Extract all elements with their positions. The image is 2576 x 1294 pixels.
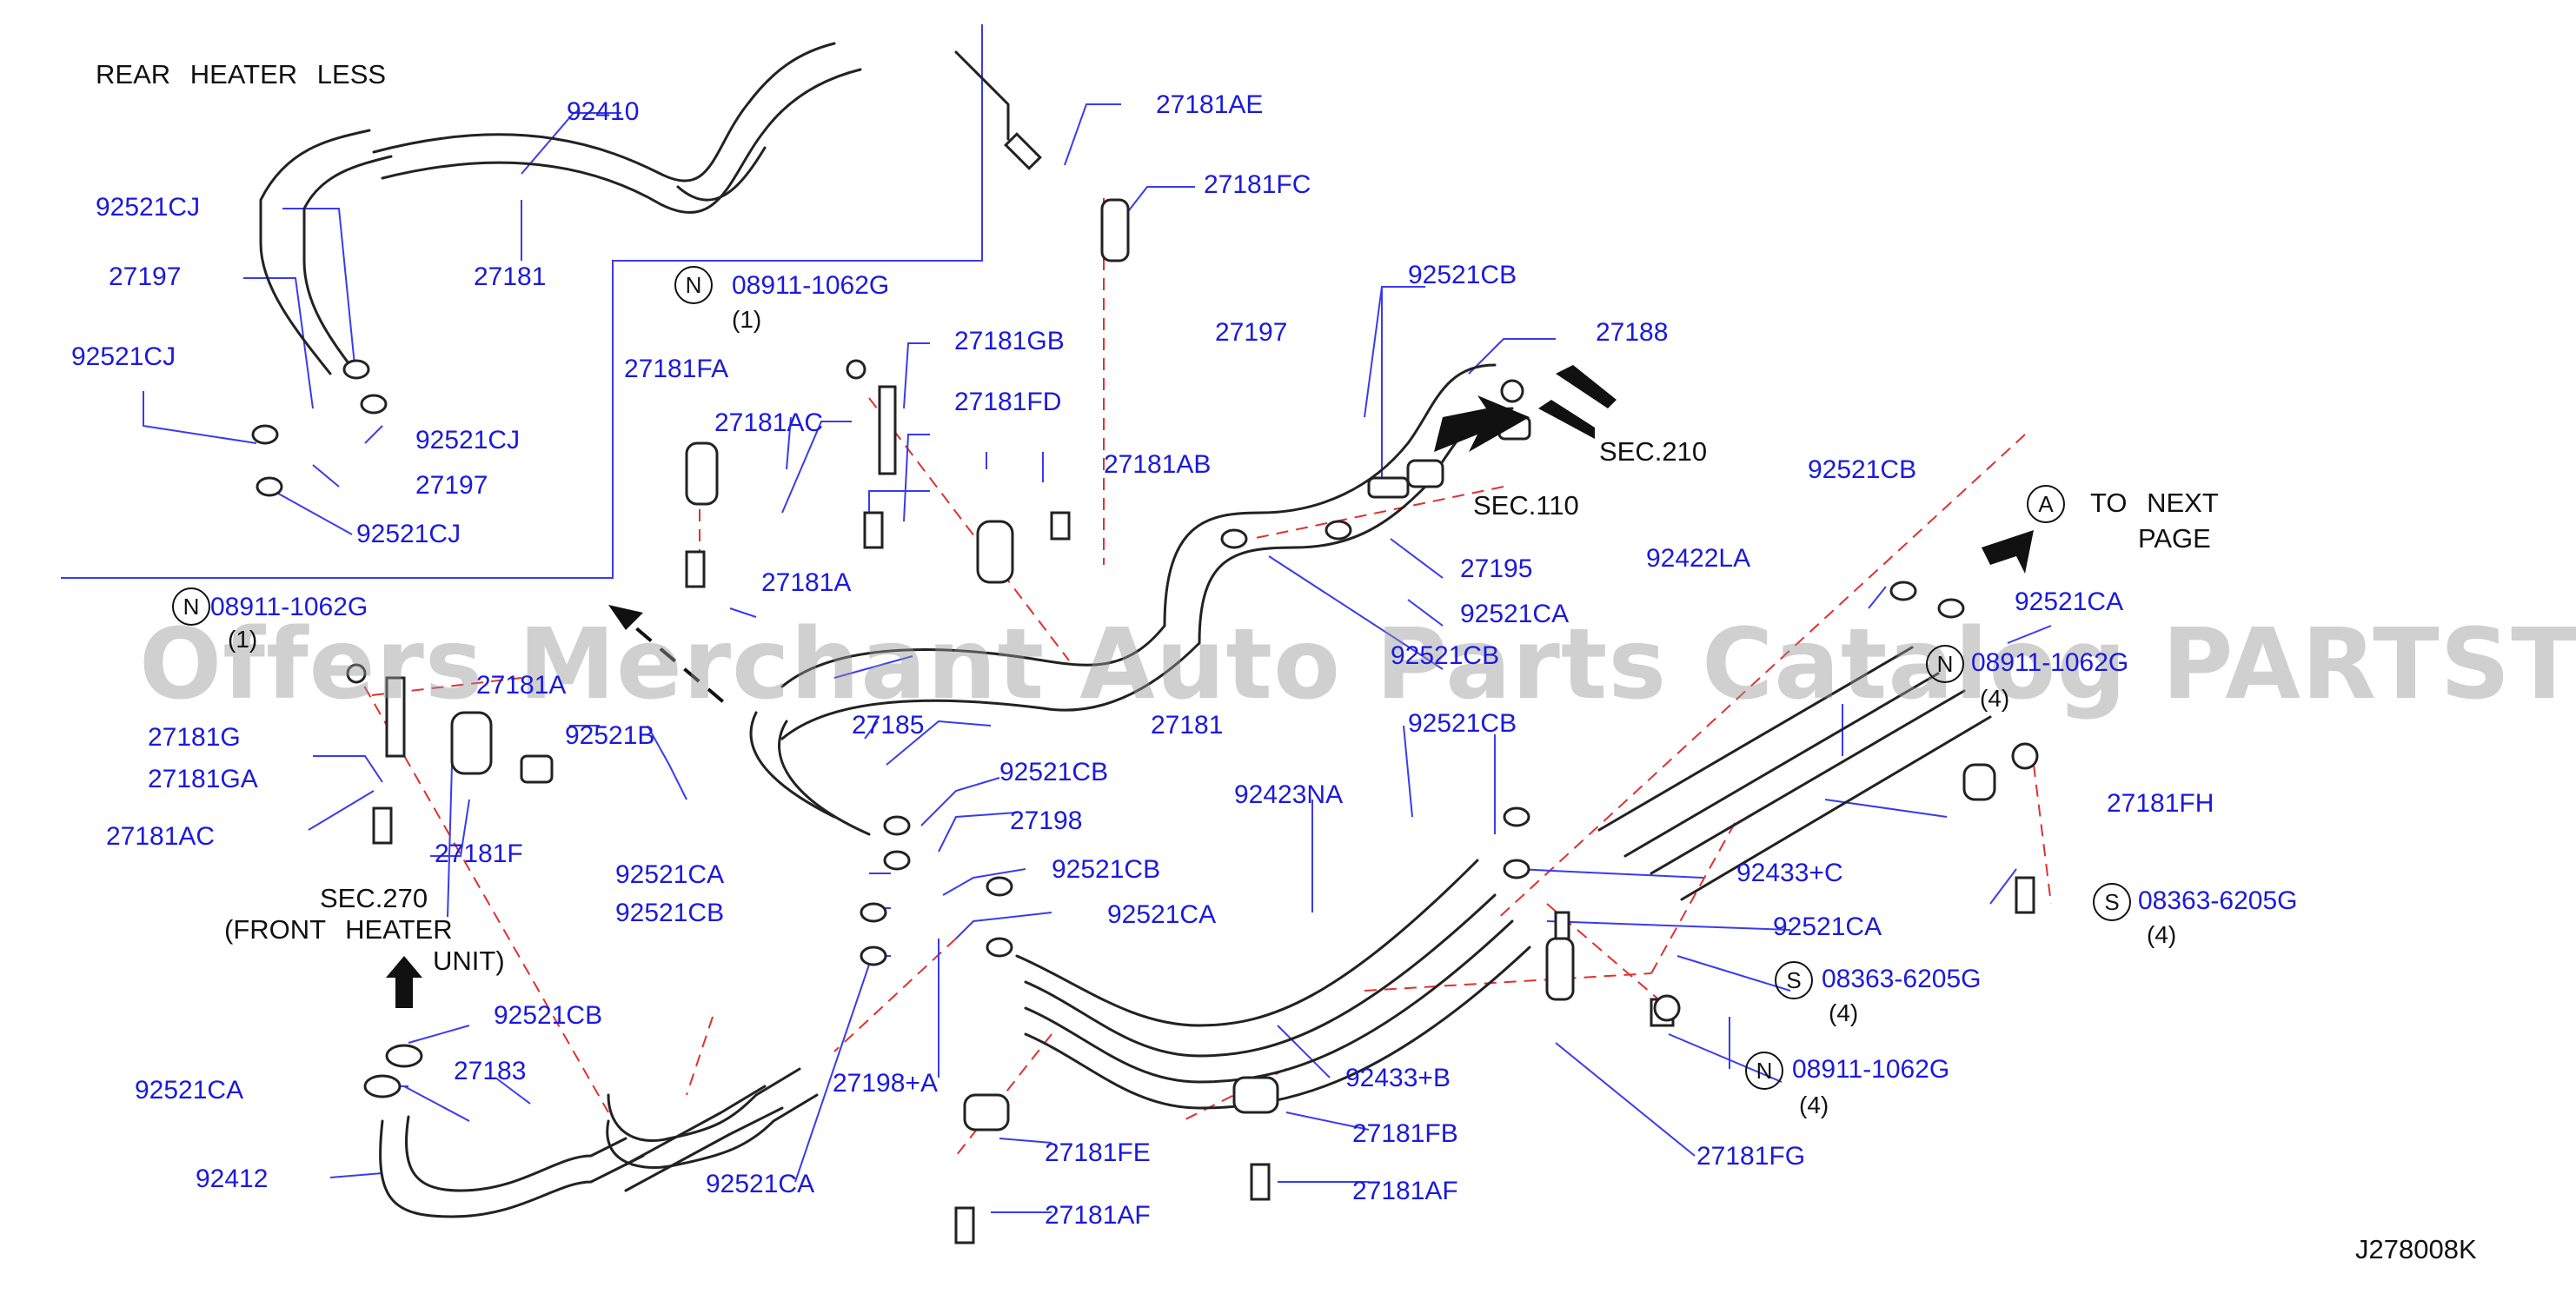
part-label[interactable]: 92521CA — [135, 1076, 244, 1105]
part-label[interactable]: 92521CB — [494, 1001, 603, 1030]
part-label[interactable]: 92521CA — [706, 1170, 815, 1198]
part-label[interactable]: 92521CA — [1460, 600, 1570, 628]
part-label[interactable]: 27181F — [435, 839, 523, 868]
quantity: (1) — [228, 626, 258, 653]
part-label[interactable]: 92521CA — [1107, 900, 1217, 929]
part-label[interactable]: 92521CJ — [71, 342, 176, 371]
part-label[interactable]: 92521B — [565, 721, 655, 750]
part-label[interactable]: 27197 — [415, 471, 488, 500]
part-label[interactable]: 92521CB — [1408, 709, 1517, 738]
label-leaders — [143, 103, 2052, 1213]
part-label[interactable]: 27181FD — [954, 388, 1062, 416]
part-label[interactable]: 27181A — [761, 568, 852, 597]
part-label[interactable]: 27181 — [1151, 711, 1224, 740]
part-label[interactable]: 92521CB — [1408, 261, 1517, 289]
part-label[interactable]: 27181AF — [1045, 1201, 1151, 1230]
part-label[interactable]: 27197 — [1215, 318, 1288, 347]
part-label[interactable]: 27181GB — [954, 327, 1065, 355]
part-label[interactable]: 27181G — [148, 723, 241, 752]
diagram-code: J278008K — [2355, 1234, 2477, 1264]
part-label[interactable]: 27181AC — [106, 822, 216, 851]
part-label[interactable]: 08363-6205G — [1822, 965, 1982, 993]
part-label[interactable]: 27181FB — [1352, 1119, 1458, 1148]
to-next-page-ref-line2: PAGE — [2138, 523, 2211, 554]
n-symbol: N — [674, 266, 713, 304]
to-next-page-ref: TO NEXT — [2090, 488, 2219, 518]
n-symbol: N — [1926, 645, 1964, 683]
part-label[interactable]: 08911-1062G — [1792, 1055, 1950, 1084]
quantity: (4) — [2147, 921, 2177, 948]
part-label[interactable]: 27198 — [1010, 806, 1083, 835]
part-label[interactable]: 92521CA — [615, 860, 725, 889]
part-label[interactable]: 27181 — [474, 262, 547, 291]
part-label[interactable]: 27181FA — [624, 355, 729, 383]
sec110-ref: SEC.110 — [1473, 490, 1579, 521]
n-symbol: N — [1745, 1052, 1783, 1090]
part-label[interactable]: 92433+B — [1345, 1064, 1451, 1092]
part-label[interactable]: 27181AC — [714, 408, 824, 437]
inset-border — [61, 24, 983, 579]
quantity: (4) — [1829, 999, 1859, 1026]
part-label[interactable]: 92521CA — [1773, 912, 1882, 941]
quantity: (4) — [1799, 1092, 1829, 1118]
part-label[interactable]: 92521CB — [1052, 855, 1161, 884]
part-label[interactable]: 08363-6205G — [2138, 886, 2298, 915]
part-label[interactable]: 08911-1062G — [1971, 648, 2129, 677]
part-label[interactable]: 92521CB — [1808, 455, 1917, 484]
part-label[interactable]: 27181AB — [1104, 450, 1212, 479]
s-symbol: S — [2093, 883, 2131, 921]
part-label[interactable]: 27181AF — [1352, 1177, 1458, 1205]
arrows — [386, 365, 2034, 1008]
quantity: (4) — [1980, 685, 2010, 712]
part-label[interactable]: 92423NA — [1234, 780, 1344, 809]
diagram-title: REAR HEATER LESS — [96, 59, 387, 90]
part-label[interactable]: 92412 — [196, 1165, 269, 1193]
part-label[interactable]: 27181FC — [1204, 170, 1311, 199]
watermark: Offers Merchant Auto Parts Catalog PARTS… — [139, 608, 2576, 721]
part-label[interactable]: 27181FE — [1045, 1138, 1151, 1167]
part-label[interactable]: 92422LA — [1646, 544, 1751, 573]
dashed-arrow-line — [611, 607, 727, 706]
part-label[interactable]: 27181GA — [148, 765, 258, 793]
part-label[interactable]: 92521CB — [999, 758, 1109, 786]
part-label[interactable]: 92521CA — [2015, 587, 2124, 616]
part-label[interactable]: 27185 — [852, 711, 925, 740]
quantity: (1) — [732, 306, 762, 333]
sec270-ref-line2: (FRONT HEATER — [224, 914, 453, 945]
part-label[interactable]: 92521CJ — [356, 520, 461, 548]
hoses — [259, 42, 1992, 1218]
part-label[interactable]: 27183 — [454, 1057, 527, 1085]
sec210-ref: SEC.210 — [1599, 436, 1708, 467]
part-label[interactable]: 27188 — [1596, 318, 1669, 347]
part-label[interactable]: 27181FH — [2107, 789, 2214, 818]
part-label[interactable]: 92410 — [567, 97, 640, 126]
part-label[interactable]: 27197 — [109, 262, 182, 291]
part-label[interactable]: 08911-1062G — [732, 271, 890, 300]
part-label[interactable]: 27181FG — [1696, 1142, 1806, 1171]
sec270-ref: SEC.270 — [320, 883, 428, 913]
n-symbol: N — [172, 587, 210, 626]
arrow-head — [608, 605, 643, 630]
s-symbol: S — [1775, 961, 1813, 999]
part-label[interactable]: 92521CJ — [96, 193, 201, 222]
sec270-ref-line3: UNIT) — [433, 946, 505, 976]
part-label[interactable]: 27198+A — [833, 1069, 938, 1098]
part-label[interactable]: 27195 — [1460, 554, 1533, 583]
part-label[interactable]: 27181AE — [1156, 90, 1264, 119]
a-symbol: A — [2027, 485, 2065, 523]
part-label[interactable]: 27181A — [476, 671, 567, 700]
fasteners — [251, 132, 2039, 1244]
part-label[interactable]: 92521CJ — [415, 426, 521, 455]
part-label[interactable]: 08911-1062G — [210, 593, 368, 621]
part-label[interactable]: 92521CB — [615, 899, 725, 927]
part-label[interactable]: 92433+C — [1736, 859, 1843, 887]
part-label[interactable]: 92521CB — [1391, 641, 1500, 670]
